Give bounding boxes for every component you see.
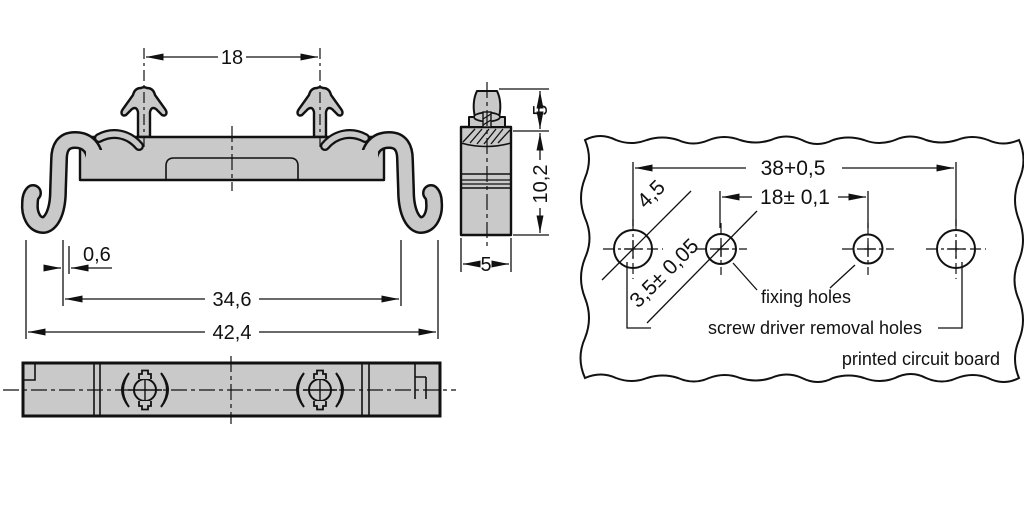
removal-hole-right xyxy=(926,219,986,279)
dim-outer-width: 42,4 xyxy=(213,322,252,344)
dim-foot-thickness: 0,6 xyxy=(83,244,111,266)
side-view: 5 10,2 5 xyxy=(459,82,552,276)
label-fixing-holes: fixing holes xyxy=(761,287,851,307)
fixing-hole-left xyxy=(695,223,747,275)
pcb-outline xyxy=(579,135,1024,383)
dim-pin-height: 5 xyxy=(530,104,552,115)
dim-inner-width: 34,6 xyxy=(213,289,252,311)
dim-body-height: 10,2 xyxy=(530,165,552,204)
bottom-view xyxy=(3,356,456,424)
label-removal-holes: screw driver removal holes xyxy=(708,318,922,338)
side-body xyxy=(459,125,513,237)
dim-side-width: 5 xyxy=(480,254,491,276)
dim-pin-spacing: 18 xyxy=(221,47,243,69)
dim-hole-pitch: 18± 0,1 xyxy=(760,186,830,209)
label-printed-circuit-board: printed circuit board xyxy=(842,349,1000,369)
dim-hole-span: 38+0,5 xyxy=(761,157,826,180)
front-view: 18 0,6 34,6 42,4 xyxy=(26,47,438,344)
fixing-hole-right xyxy=(842,223,894,275)
pcb-view: 38+0,5 18± 0,1 4,5 3,5± 0,05 fixing hole… xyxy=(579,135,1024,383)
